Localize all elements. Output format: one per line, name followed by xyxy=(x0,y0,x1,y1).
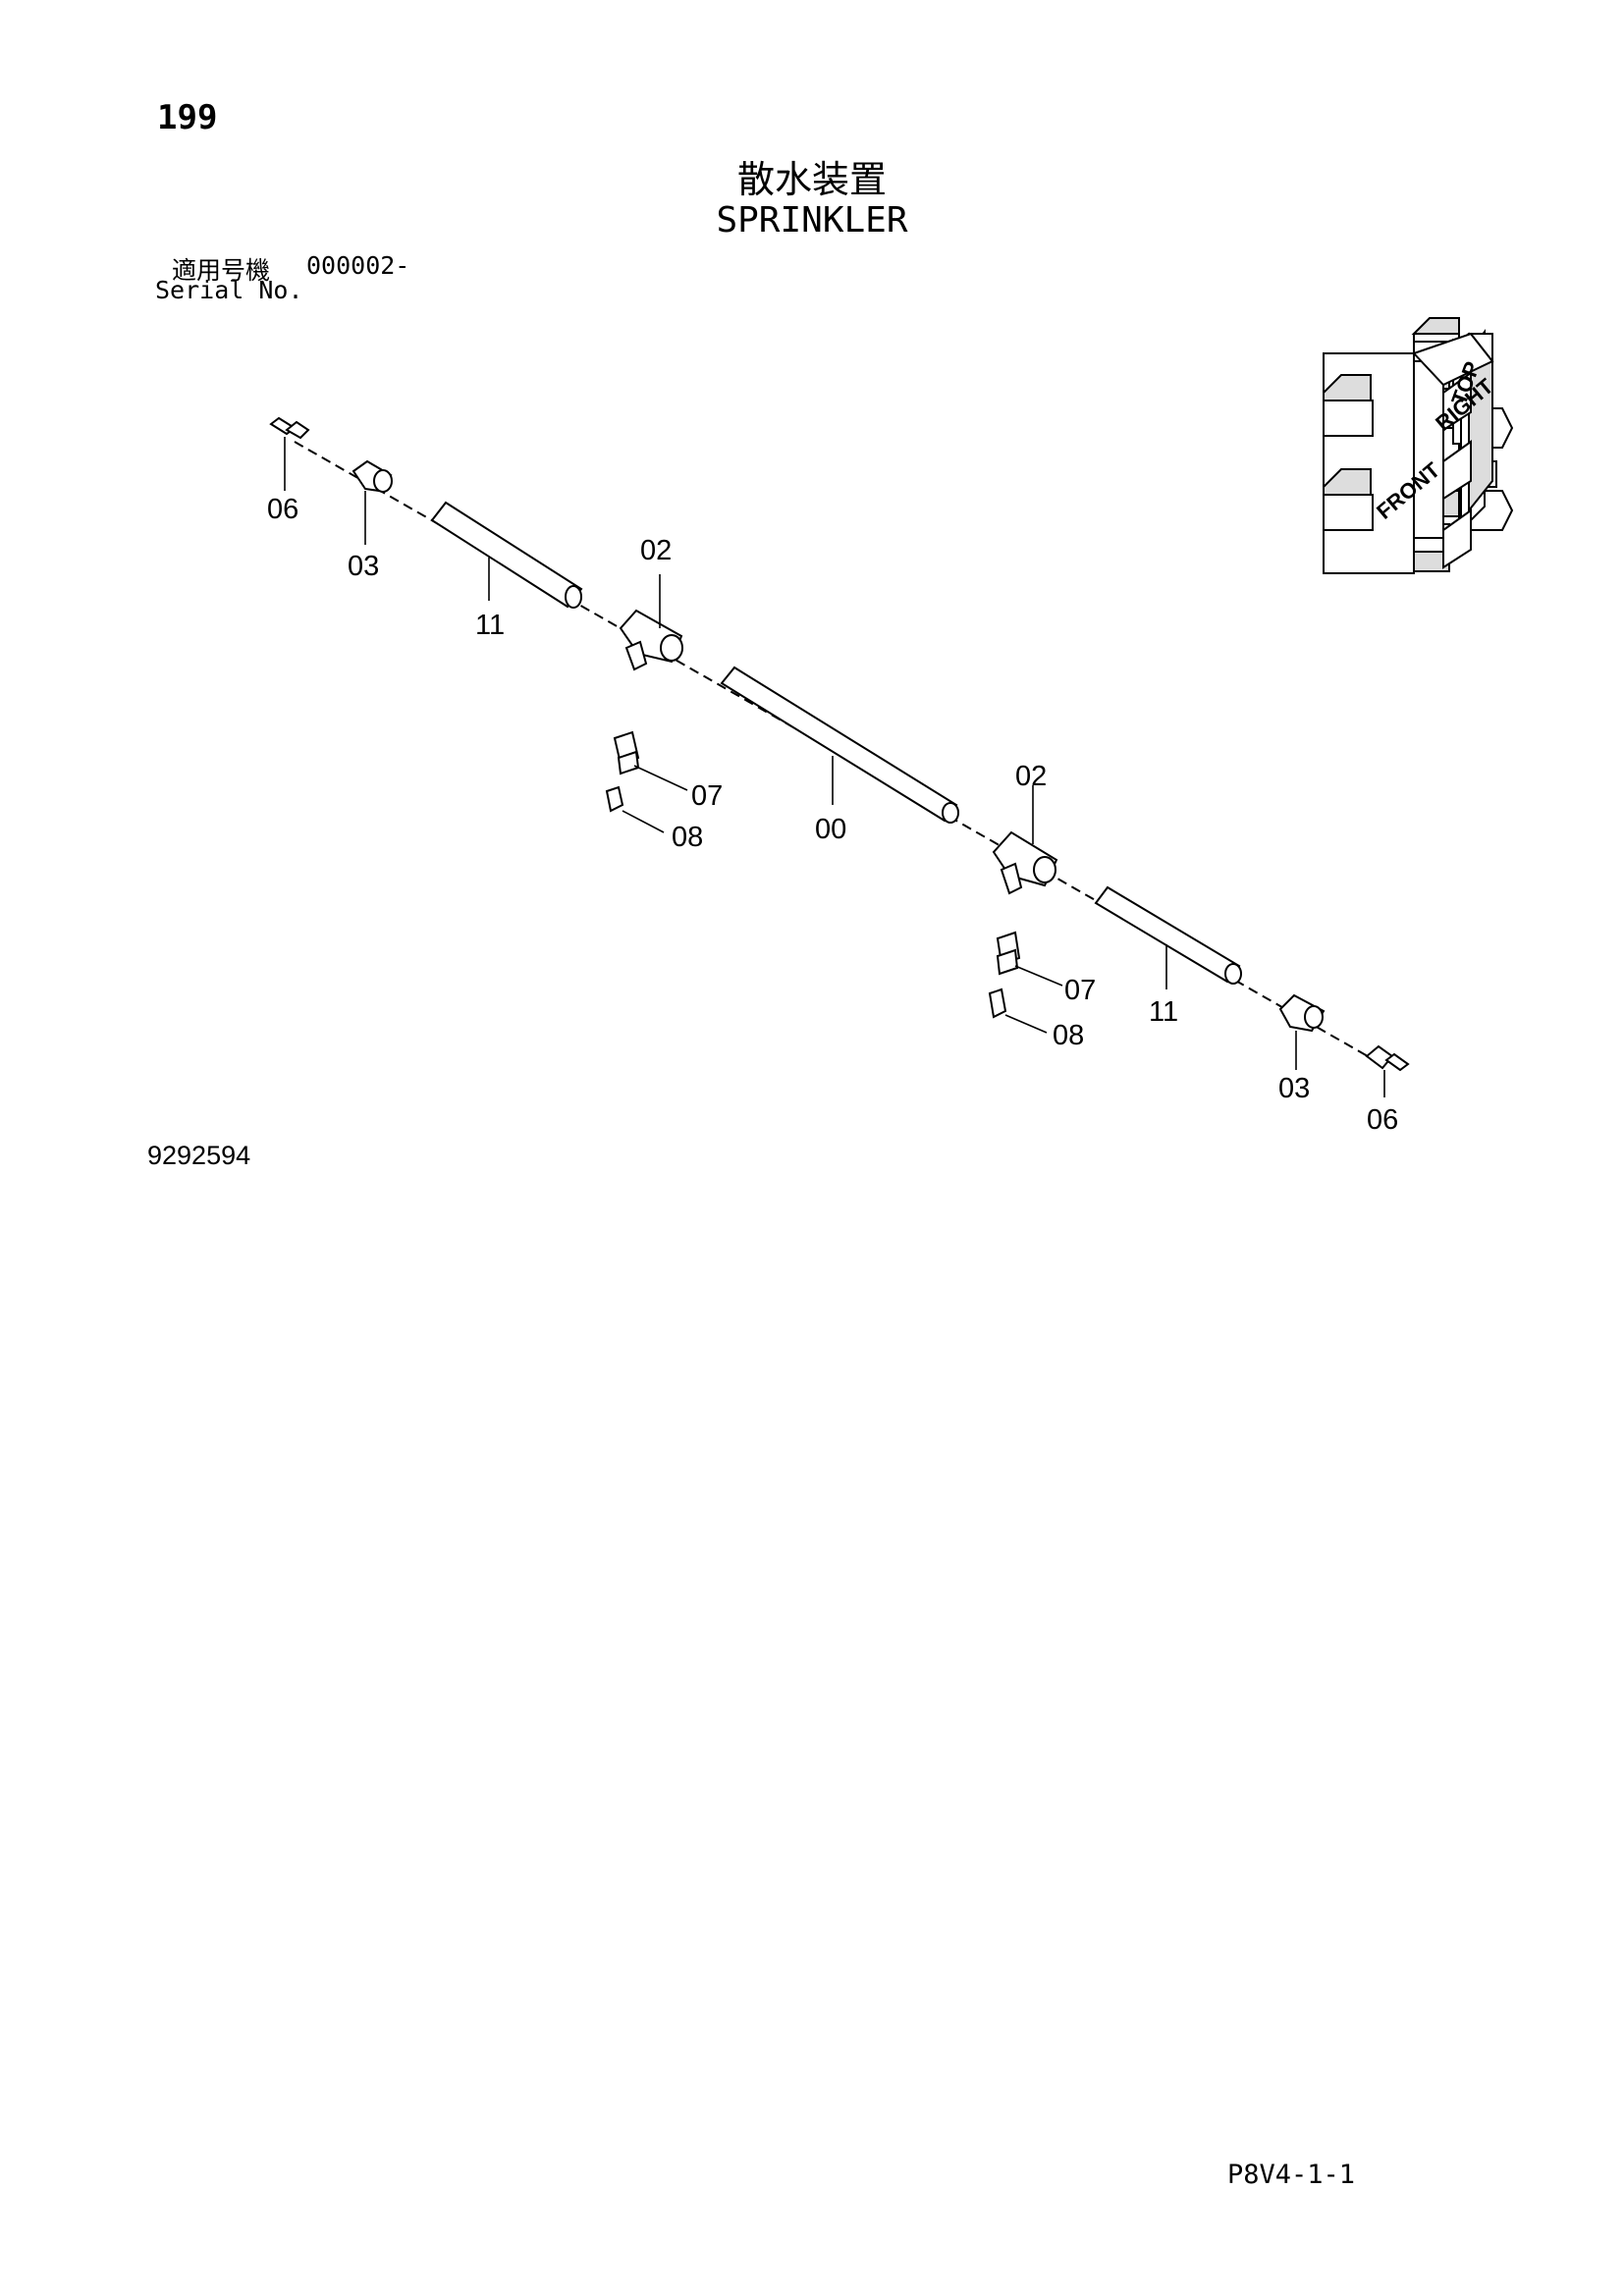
part-02-right xyxy=(992,830,1058,895)
orientation-indicator xyxy=(1323,317,1514,574)
callout-11-left: 11 xyxy=(475,610,505,641)
leader-lines xyxy=(284,437,1385,1097)
page-number: 199 xyxy=(157,98,218,137)
callout-03-right: 03 xyxy=(1278,1073,1310,1104)
page-title-jp: 散水装置 xyxy=(736,158,887,201)
callout-06-left: 06 xyxy=(267,494,298,525)
part-07-right xyxy=(996,931,1021,976)
callout-08-left: 08 xyxy=(672,822,703,853)
callout-07-left: 07 xyxy=(691,780,723,812)
serial-label-en: Serial No. xyxy=(155,276,303,304)
part-07-left xyxy=(613,730,640,775)
drawing-number: 9292594 xyxy=(147,1141,251,1170)
part-08-right xyxy=(988,988,1007,1019)
part-11-right xyxy=(1094,885,1242,985)
part-03-left xyxy=(352,459,393,493)
part-02-left xyxy=(619,609,683,671)
part-06-left xyxy=(269,416,310,440)
page-code: P8V4-1-1 xyxy=(1227,2160,1356,2190)
callout-00: 00 xyxy=(815,814,846,845)
serial-label-jp: 適用号機 xyxy=(172,256,271,285)
part-03-right xyxy=(1278,993,1326,1033)
page-title-en: SPRINKLER xyxy=(716,200,908,240)
serial-value: 000002- xyxy=(306,251,410,280)
callout-07-right: 07 xyxy=(1064,975,1096,1006)
callout-08-right: 08 xyxy=(1053,1020,1084,1051)
callout-03-left: 03 xyxy=(348,551,379,582)
callout-11-right: 11 xyxy=(1149,996,1178,1028)
callout-02-left: 02 xyxy=(640,535,672,566)
part-00-main-tube xyxy=(720,666,959,824)
callout-02-right: 02 xyxy=(1015,761,1047,792)
part-08-left xyxy=(605,785,624,813)
callout-06-right: 06 xyxy=(1367,1104,1398,1136)
part-11-left xyxy=(430,501,583,609)
part-06-right xyxy=(1365,1044,1410,1072)
